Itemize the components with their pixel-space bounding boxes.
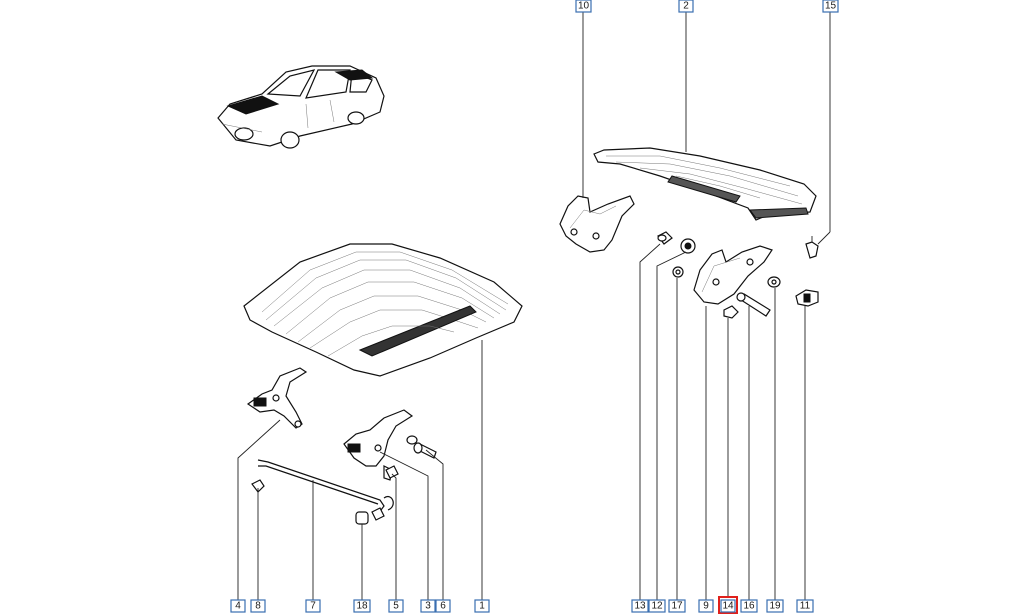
callout-9-label: 9 [703,601,709,612]
washer-part-19 [767,276,781,288]
clip-part-11 [795,289,819,307]
callout-5-label: 5 [393,601,399,612]
callout-4[interactable]: 4 [230,599,246,613]
callout-10-label: 10 [578,1,590,12]
callout-15[interactable]: 15 [822,0,839,13]
callout-2-label: 2 [683,1,689,12]
deflector-panel [593,147,817,221]
callout-19-label: 19 [769,601,781,612]
callout-5[interactable]: 5 [388,599,404,613]
callout-7[interactable]: 7 [305,599,321,613]
callout-16-label: 16 [743,601,755,612]
callout-1[interactable]: 1 [474,599,490,613]
callout-14-label: 14 [722,601,734,612]
screw-part-15 [805,236,819,259]
callout-18-label: 18 [356,601,368,612]
hinge-part-9 [693,245,773,305]
callout-12-label: 12 [651,601,663,612]
callout-9[interactable]: 9 [698,599,714,613]
callout-3[interactable]: 3 [420,599,436,613]
leader-lines [237,12,831,600]
callout-1-label: 1 [479,601,485,612]
callout-8-label: 8 [255,601,261,612]
washer-part-17 [672,266,684,278]
nut-part-14 [723,305,739,319]
callout-17-label: 17 [671,601,683,612]
callout-14[interactable]: 14 [718,596,738,614]
bolt-part-13 [657,231,673,245]
support-rod [251,459,394,525]
callout-7-label: 7 [310,601,316,612]
callout-11[interactable]: 11 [796,599,814,613]
callout-6-label: 6 [440,601,446,612]
callout-8[interactable]: 8 [250,599,266,613]
car-illustration [217,65,385,149]
callout-2[interactable]: 2 [678,0,694,13]
callout-10[interactable]: 10 [575,0,592,13]
callout-11-label: 11 [800,601,811,612]
callout-15-label: 15 [825,1,837,12]
callout-16[interactable]: 16 [740,599,758,613]
callout-13-label: 13 [634,601,646,612]
clip-part-5 [385,465,399,479]
hinge-left [246,367,308,429]
bracket-part-10 [559,195,635,253]
callout-13[interactable]: 13 [631,599,649,613]
callout-3-label: 3 [425,601,431,612]
bushing-part-12 [680,238,696,254]
callout-17[interactable]: 17 [668,599,686,613]
callout-12[interactable]: 12 [648,599,666,613]
bonnet-panel [243,243,523,377]
callout-19[interactable]: 19 [766,599,784,613]
callout-6[interactable]: 6 [435,599,451,613]
callout-18[interactable]: 18 [353,599,371,613]
callout-4-label: 4 [235,601,241,612]
pin-part-16 [736,292,771,317]
